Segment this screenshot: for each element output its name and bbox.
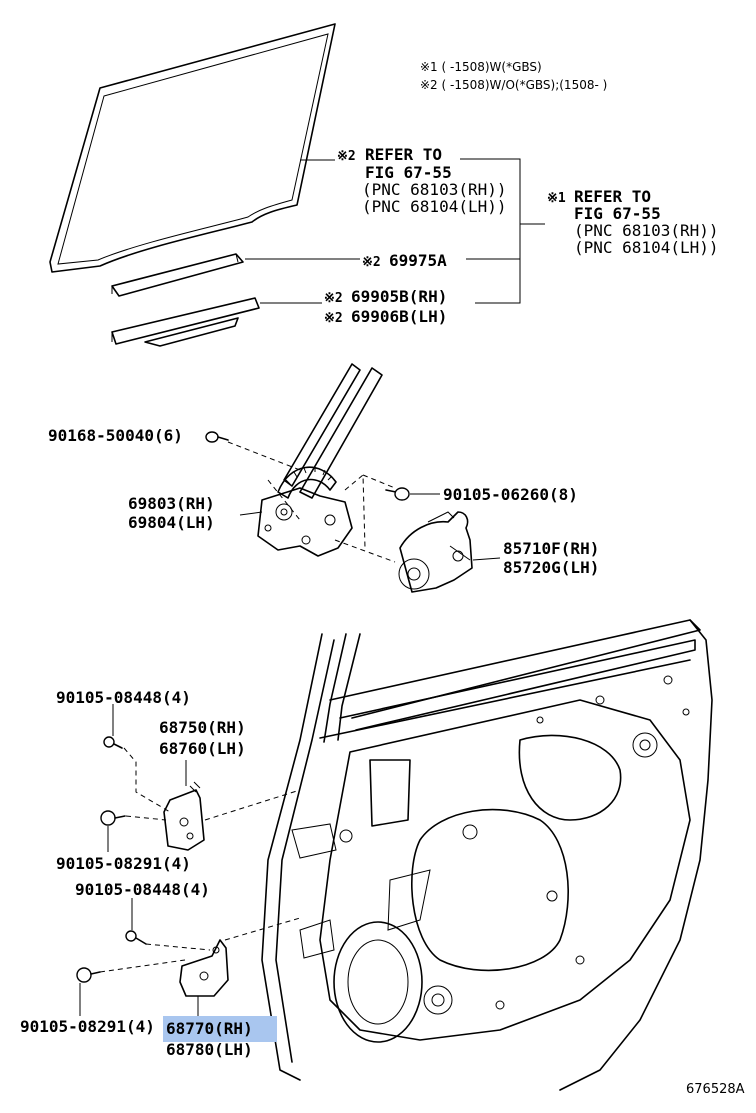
upper-hinge-68750[interactable] <box>163 781 205 851</box>
refer-upper-line3: (PNC 68103(RH)) <box>362 180 507 199</box>
rear-door-panel[interactable] <box>261 619 713 1091</box>
highlight-68770 <box>163 1016 277 1042</box>
bolt-90168-icon[interactable] <box>205 431 229 443</box>
lower-hinge-68770[interactable] <box>179 939 229 997</box>
glass-run-strip-69905b[interactable] <box>111 297 260 347</box>
label-90105-08448-a[interactable]: 90105-08448(4) <box>56 688 191 707</box>
refer-right-line2: FIG 67-55 <box>574 204 661 223</box>
dash-motor-box <box>344 473 366 549</box>
label-68770[interactable]: 68770(RH) <box>166 1019 253 1038</box>
refer-right-line3: (PNC 68103(RH)) <box>574 221 719 240</box>
dash-90168 <box>227 441 301 471</box>
note-1: ※1 ( -1508)W(*GBS) <box>420 60 542 74</box>
label-69906b-mark: ※2 <box>324 311 343 326</box>
label-90105-08291-b[interactable]: 90105-08291(4) <box>20 1017 155 1036</box>
label-69975a-mark: ※2 <box>362 255 381 270</box>
refer-right-line4: (PNC 68104(LH)) <box>574 238 719 257</box>
dash-hinge-upper-a <box>123 747 171 813</box>
label-69905b-mark: ※2 <box>324 291 343 306</box>
label-85710f[interactable]: 85710F(RH) <box>503 539 599 558</box>
label-68780[interactable]: 68780(LH) <box>166 1040 253 1059</box>
dash-hinge-lower-a <box>145 943 211 951</box>
label-69804[interactable]: 69804(LH) <box>128 513 215 532</box>
dash-hinge-lower-c <box>224 917 301 941</box>
label-69906b[interactable]: 69906B(LH) <box>351 307 447 326</box>
label-90168[interactable]: 90168-50040(6) <box>48 426 183 445</box>
refer-right-mark: ※1 <box>547 191 566 206</box>
refer-right-line1: REFER TO <box>574 187 651 206</box>
window-regulator[interactable] <box>257 363 383 557</box>
label-68760[interactable]: 68760(LH) <box>159 739 246 758</box>
refer-upper-mark: ※2 <box>337 149 356 164</box>
refer-upper-line2: FIG 67-55 <box>365 163 452 182</box>
label-85720g[interactable]: 85720G(LH) <box>503 558 599 577</box>
leader-85710f <box>472 557 501 561</box>
bolt-90105-08448-b-icon[interactable] <box>125 930 147 945</box>
label-69803[interactable]: 69803(RH) <box>128 494 215 513</box>
label-69905b[interactable]: 69905B(RH) <box>351 287 447 306</box>
dash-hinge-lower-b <box>99 959 186 973</box>
dash-hinge-upper-c <box>204 789 301 821</box>
note-2: ※2 ( -1508)W/O(*GBS);(1508- ) <box>420 78 607 92</box>
label-90105-08448-b[interactable]: 90105-08448(4) <box>75 880 210 899</box>
door-glass[interactable] <box>49 23 336 273</box>
bracket-right <box>460 158 521 304</box>
dash-90105-06260 <box>362 474 396 489</box>
bolt-90105-08291-a-icon[interactable] <box>100 810 126 826</box>
refer-upper-line4: (PNC 68104(LH)) <box>362 197 507 216</box>
leader-69803 <box>239 511 263 516</box>
dash-motor <box>334 539 396 563</box>
dash-hinge-upper-b <box>125 815 167 821</box>
figure-code: 676528A <box>686 1082 745 1097</box>
refer-upper-line1: REFER TO <box>365 145 442 164</box>
bolt-90105-06260-icon[interactable] <box>385 487 410 501</box>
label-90105-08291-a[interactable]: 90105-08291(4) <box>56 854 191 873</box>
label-68750[interactable]: 68750(RH) <box>159 718 246 737</box>
label-69975a[interactable]: 69975A <box>389 251 447 270</box>
label-90105-06260[interactable]: 90105-06260(8) <box>443 485 578 504</box>
regulator-motor[interactable] <box>398 511 473 593</box>
glass-run-strip-69975a[interactable] <box>111 253 244 297</box>
bolt-90105-08448-a-icon[interactable] <box>103 736 123 749</box>
bolt-90105-08291-b-icon[interactable] <box>76 967 101 983</box>
